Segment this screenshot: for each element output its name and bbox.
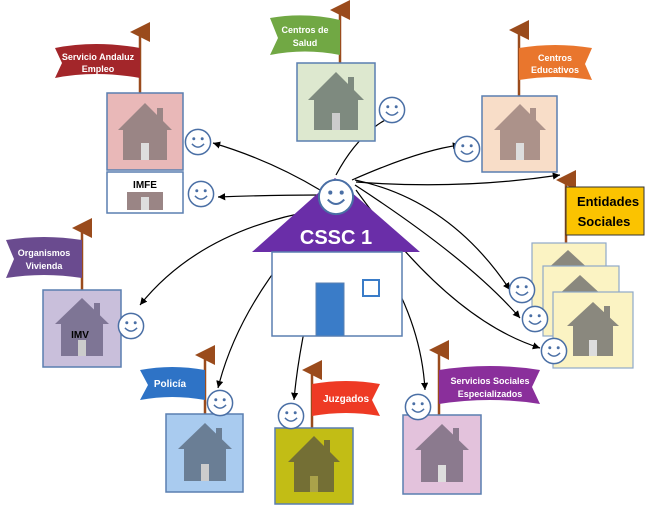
node-centros-salud: Centros de Salud	[270, 0, 406, 142]
flag-salud	[270, 15, 340, 55]
central-window	[362, 279, 380, 297]
smiley-entidades-3	[540, 337, 568, 365]
imv-label: IMV	[71, 330, 89, 341]
smiley-sae	[184, 128, 212, 156]
link-entidades-1	[354, 179, 511, 291]
flag-entidades-line-1: Entidades	[577, 194, 639, 209]
smiley-salud	[378, 96, 406, 124]
flag-sae-line-2: Empleo	[82, 64, 115, 74]
flag-vivienda-line-1: Organismos	[18, 248, 71, 258]
flag-salud-line-1: Centros de	[281, 25, 328, 35]
smiley-entidades-2	[521, 305, 549, 333]
node-servicios-especializados: Servicios Sociales Especializados	[402, 340, 540, 495]
flag-especializados-line-1: Servicios Sociales	[450, 376, 529, 386]
flag-educativos	[519, 45, 592, 80]
smiley-especializados	[404, 393, 432, 421]
link-entidades-2	[354, 184, 521, 319]
flag-vivienda-line-2: Vivienda	[26, 261, 64, 271]
node-policia: Policía	[140, 345, 244, 493]
flag-educativos-line-2: Educativos	[531, 65, 579, 75]
smiley-central	[317, 178, 355, 216]
smiley-entidades-1	[508, 276, 536, 304]
flag-policia	[140, 367, 205, 400]
node-organismos-vivienda: Organismos Vivienda IMV	[6, 218, 145, 368]
link-educativos	[351, 142, 461, 181]
flag-vivienda	[6, 237, 82, 278]
smiley-vivienda	[117, 312, 145, 340]
flag-educativos-line-1: Centros	[538, 53, 572, 63]
node-centros-educativos: Centros Educativos	[453, 20, 592, 173]
flag-sae	[55, 44, 140, 78]
smiley-educativos	[453, 135, 481, 163]
node-juzgados: Juzgados	[274, 360, 380, 505]
link-sae	[212, 141, 321, 191]
link-entidades-4	[355, 172, 561, 186]
central-house: CSSC 1	[252, 178, 420, 337]
imfe-label: IMFE	[133, 180, 157, 191]
link-vivienda	[139, 209, 319, 306]
flag-entidades-line-2: Sociales	[578, 214, 631, 229]
flag-especializados-line-2: Especializados	[458, 389, 523, 399]
flag-juzgados-label: Juzgados	[323, 394, 370, 405]
link-imfe	[217, 193, 319, 201]
central-label: CSSC 1	[300, 227, 372, 249]
node-imfe: IMFE	[106, 171, 215, 214]
smiley-imfe	[187, 180, 215, 208]
flag-policia-label: Policía	[154, 379, 187, 390]
smiley-policia	[206, 389, 234, 417]
flag-especializados	[439, 366, 540, 404]
flag-entidades	[565, 186, 645, 236]
flag-salud-line-2: Salud	[293, 38, 318, 48]
flag-juzgados	[312, 381, 380, 416]
node-servicio-andaluz-empleo: Servicio Andaluz Empleo	[55, 22, 212, 171]
smiley-juzgados	[277, 402, 305, 430]
flag-sae-line-1: Servicio Andaluz	[62, 52, 135, 62]
central-door	[315, 282, 345, 337]
node-entidades-sociales: Entidades Sociales	[508, 170, 645, 369]
